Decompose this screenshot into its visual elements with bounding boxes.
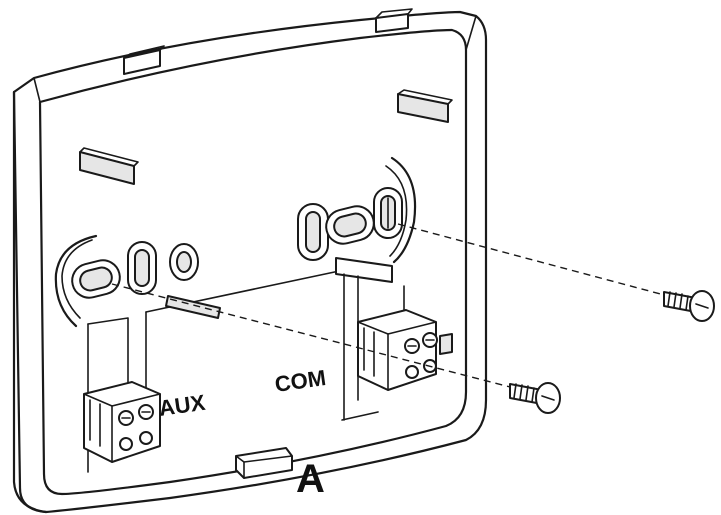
screw-upper [663, 290, 715, 322]
center-clip [165, 295, 221, 319]
terminal-block-com [357, 309, 453, 391]
screw-lower [509, 382, 561, 414]
screw-hole-left-horizontal [71, 259, 121, 299]
wallplate-body [12, 10, 488, 514]
screw-hole-left-small [169, 243, 199, 281]
label-a: A [296, 457, 325, 501]
top-tab-right [375, 8, 413, 33]
left-mount-arc [54, 234, 98, 328]
screw-hole-right-vertical [297, 203, 329, 261]
label-aux: AUX [157, 390, 207, 421]
screw-hole-right-key [373, 187, 403, 239]
alignment-line-lower [111, 283, 515, 389]
terminal-block-aux [83, 381, 161, 463]
screw-hole-right-horizontal [325, 205, 375, 245]
alignment-line-upper [397, 223, 669, 297]
right-mount-arc [385, 156, 417, 264]
bottom-release-tab [235, 447, 293, 479]
screw-hole-left-vertical [127, 241, 157, 295]
top-tab-left [123, 45, 165, 75]
label-com: COM [273, 365, 327, 397]
slot-left [79, 147, 139, 185]
slot-right [397, 89, 453, 123]
